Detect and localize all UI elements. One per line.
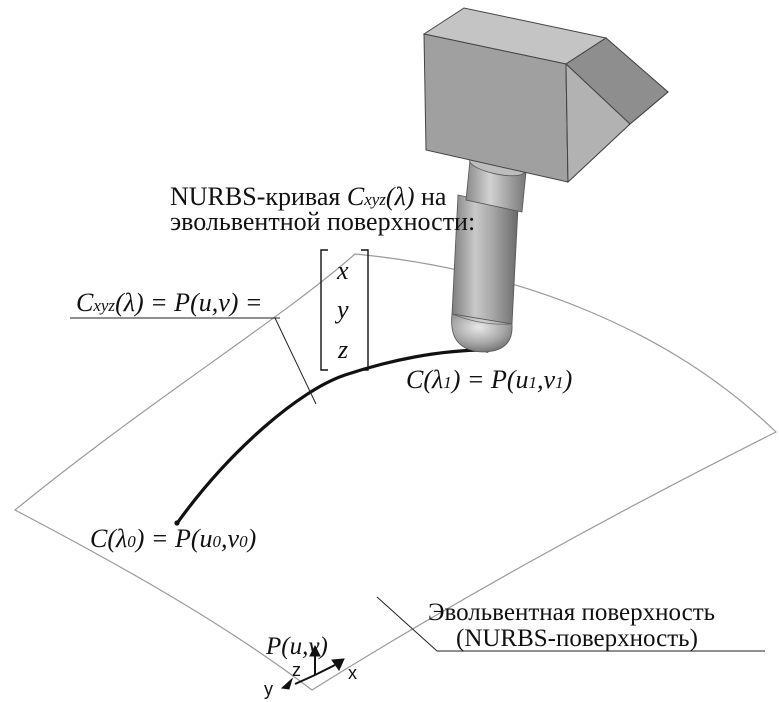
leader-lines [70, 317, 765, 652]
coordinate-axes [280, 644, 345, 690]
vector-brackets [320, 249, 369, 371]
vector-z: z [338, 335, 349, 364]
surface-label-line1: Эвольвентная поверхность [428, 599, 716, 626]
vector-x: x [337, 256, 349, 285]
equation: Cxyz(λ) = P(u,v) = [76, 288, 263, 317]
nurbs-curve [176, 348, 488, 524]
x-axis-arrow [331, 658, 345, 672]
equation-leader [274, 317, 317, 405]
y-axis-label: y [264, 679, 273, 699]
z-axis-arrow [309, 644, 321, 657]
curve-title-line2: эвольвентной поверхности: [170, 207, 476, 236]
surface-label-leader [376, 596, 438, 652]
tool-ball-tip [451, 313, 513, 353]
curve-start-point [174, 520, 180, 526]
end-point-label: C(λ1) = P(u1,v1) [406, 365, 573, 394]
origin-label: P(u,v) [266, 633, 328, 660]
ball-end-tool [422, 7, 669, 353]
x-axis-label: x [348, 663, 357, 683]
y-axis-arrow [280, 677, 293, 690]
z-axis-label: z [292, 660, 301, 680]
vector-y: y [337, 295, 349, 324]
surface-label-line2: (NURBS-поверхность) [456, 625, 698, 652]
curve-title: NURBS-кривая Cxyz(λ) на [170, 182, 447, 211]
start-point-label: C(λ0) = P(u0,v0) [90, 524, 257, 553]
